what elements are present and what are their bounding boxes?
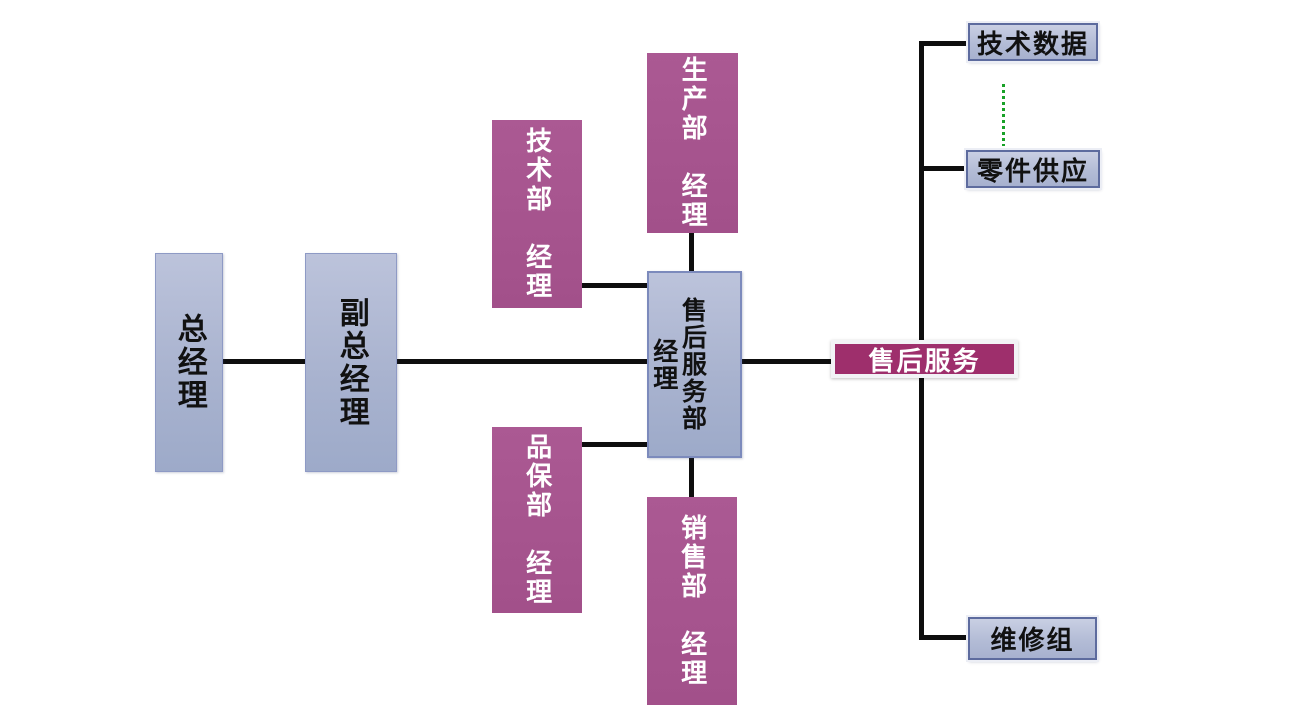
after-sales-service-badge: 售后服务 xyxy=(831,340,1018,378)
dotted-link-technical-data-parts-supply xyxy=(1002,84,1005,146)
connector-trunk-to-parts-supply xyxy=(919,166,966,171)
org-node-production-dept-manager-label: 生产部 经理 xyxy=(678,56,709,230)
connector-technical-to-aftersales-dept xyxy=(580,283,647,288)
org-node-parts-supply-label: 零件供应 xyxy=(976,155,1089,186)
org-node-sales-dept-manager: 销售部 经理 xyxy=(647,497,737,705)
org-node-quality-dept-manager: 品保部 经理 xyxy=(492,427,582,613)
org-node-after-sales-dept-manager: 售后服务部 经理 xyxy=(647,271,742,458)
connector-gm-to-deputy xyxy=(223,359,305,364)
connector-trunk-to-maintenance xyxy=(919,635,968,640)
org-node-deputy-general-manager-label: 副总经理 xyxy=(334,296,368,429)
org-node-technical-dept-manager: 技术部 经理 xyxy=(492,120,582,308)
connector-aftersales-dept-to-badge xyxy=(741,359,833,364)
org-node-after-sales-dept-manager-label: 售后服务部 经理 xyxy=(649,273,721,456)
connector-deputy-to-aftersales-dept xyxy=(397,359,649,364)
org-node-deputy-general-manager: 副总经理 xyxy=(305,253,397,472)
org-node-technical-dept-manager-label: 技术部 经理 xyxy=(522,127,553,301)
org-node-technical-data-label: 技术数据 xyxy=(976,28,1089,59)
org-node-production-dept-manager: 生产部 经理 xyxy=(647,53,738,233)
after-sales-dept-label-dept: 售后服务部 xyxy=(678,297,707,432)
org-node-general-manager-label: 总经理 xyxy=(172,313,206,412)
after-sales-dept-label-title: 经理 xyxy=(649,337,678,392)
org-node-parts-supply: 零件供应 xyxy=(966,150,1100,188)
connector-quality-to-aftersales-dept xyxy=(580,442,647,447)
connector-production-to-aftersales-dept xyxy=(689,231,694,273)
org-node-sales-dept-manager-label: 销售部 经理 xyxy=(677,514,708,688)
connector-aftersales-dept-to-sales xyxy=(689,456,694,499)
org-node-quality-dept-manager-label: 品保部 经理 xyxy=(522,433,553,607)
connector-trunk-to-technical-data xyxy=(919,41,968,46)
org-node-general-manager: 总经理 xyxy=(155,253,223,472)
org-node-maintenance-group-label: 维修组 xyxy=(990,625,1075,655)
after-sales-service-badge-label: 售后服务 xyxy=(868,345,981,376)
org-node-maintenance-group: 维修组 xyxy=(968,617,1097,660)
org-node-technical-data: 技术数据 xyxy=(968,23,1098,61)
